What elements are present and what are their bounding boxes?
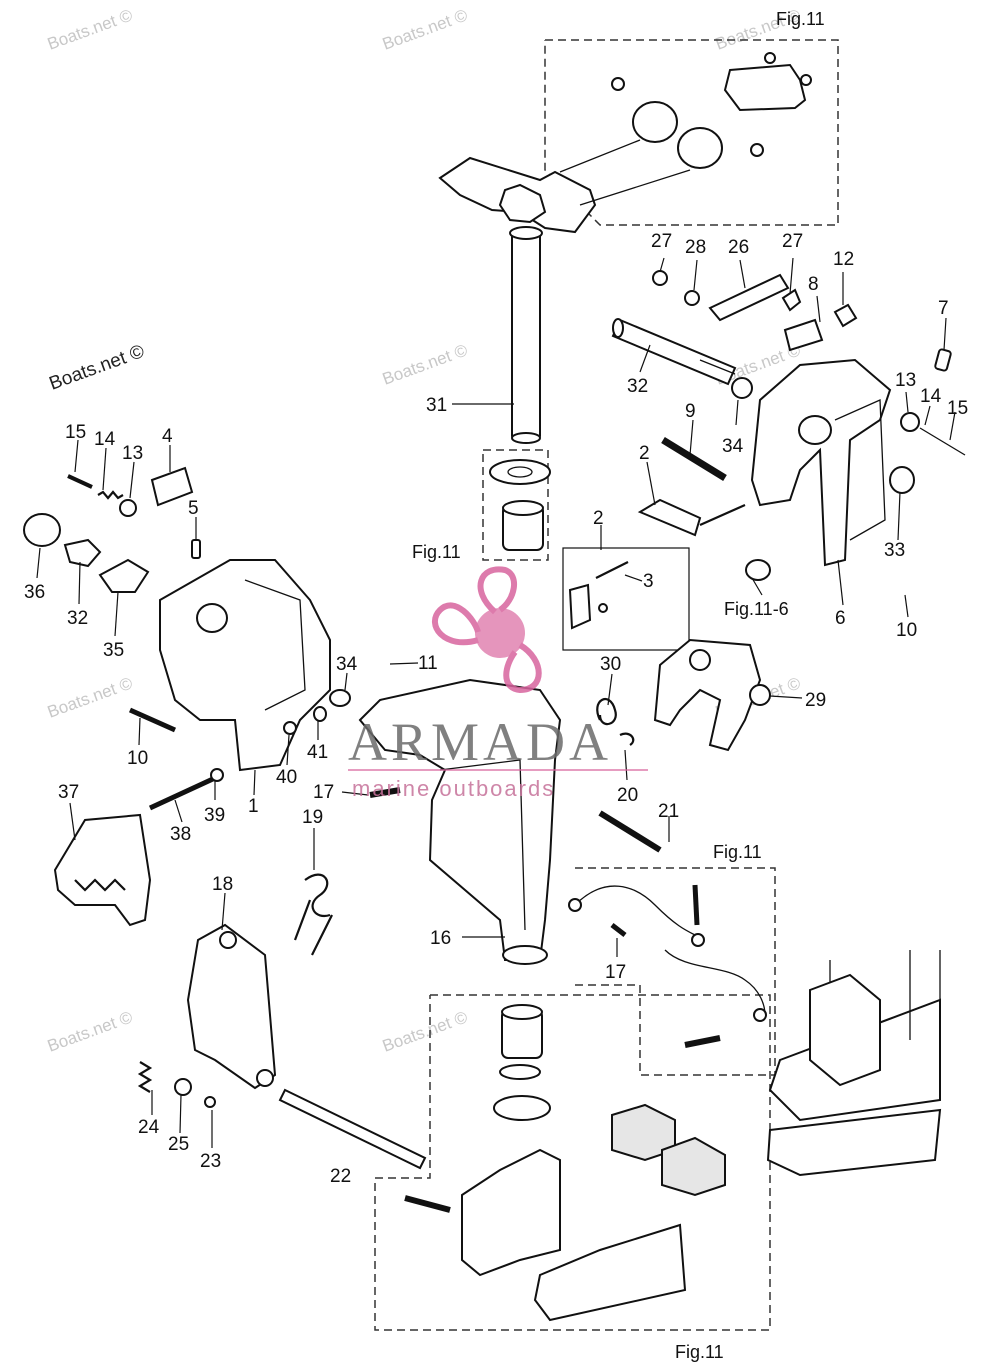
- part-number: 1: [248, 796, 259, 817]
- part-number: 2: [593, 508, 604, 529]
- tilt-spring: [596, 698, 635, 746]
- part-number: 40: [276, 767, 297, 788]
- lower-unit-housing: [766, 950, 942, 1177]
- fig-label: Fig.11: [713, 842, 762, 862]
- bolts-left: [128, 707, 401, 798]
- part-number: 34: [336, 654, 358, 675]
- part-number: 27: [782, 231, 803, 252]
- swivel-bracket-right: [750, 358, 966, 567]
- watermark-text: Boats.net ©: [45, 673, 136, 721]
- leader-lines: [36, 257, 956, 1148]
- upper-bushings: [489, 459, 551, 551]
- part-number: 32: [627, 376, 648, 397]
- part-number: 25: [168, 1134, 189, 1155]
- watermark-text-dark: Boats.net ©: [47, 341, 148, 395]
- part-number: 5: [188, 498, 199, 519]
- part-number: 27: [651, 231, 672, 252]
- tilt-shaft: [278, 1088, 427, 1170]
- left-small-parts: [23, 466, 201, 593]
- clamp-screw-handle: [53, 768, 224, 927]
- part-number: 14: [94, 429, 116, 450]
- watermark-text: Boats.net ©: [380, 340, 471, 388]
- propeller-logo-icon: [432, 566, 542, 694]
- fig-label: Fig.11: [412, 542, 461, 562]
- stern-bracket-left: [159, 559, 351, 772]
- figure-reference-boxes: [374, 39, 839, 1331]
- part-number: 33: [884, 540, 905, 561]
- part-number: 39: [204, 805, 225, 826]
- part-number: 24: [138, 1117, 160, 1138]
- part-number: 30: [600, 654, 621, 675]
- link-plate-assembly: [652, 270, 952, 372]
- part-number: 36: [24, 582, 45, 603]
- part-number: 8: [808, 274, 819, 295]
- part-number: 38: [170, 824, 191, 845]
- part-number: 3: [643, 571, 654, 592]
- brand-tagline: marine outboards: [352, 776, 555, 801]
- watermark-text: Boats.net ©: [45, 5, 136, 53]
- lower-mount-assembly: [404, 1103, 726, 1322]
- part-number: 9: [685, 401, 696, 422]
- part-number: 22: [330, 1166, 351, 1187]
- part-number: 19: [302, 807, 323, 828]
- brand-watermark: ARMADA marine outboards: [348, 566, 648, 801]
- reverse-lock-spring: [293, 873, 333, 956]
- part-number: 16: [430, 928, 451, 949]
- tilt-lock-lever: [653, 638, 771, 752]
- part-number: 20: [617, 785, 638, 806]
- steering-bracket-assembly: [438, 52, 812, 234]
- part-number: 21: [658, 801, 679, 822]
- part-number: 41: [307, 742, 328, 763]
- part-number: 26: [728, 237, 749, 258]
- part-number: 6: [835, 608, 846, 629]
- lock-lever-detail: [562, 547, 690, 651]
- part-number: 34: [722, 436, 744, 457]
- steering-shaft: [509, 226, 543, 444]
- tilt-tube: [611, 318, 737, 386]
- part-number: 11: [418, 653, 438, 674]
- part-number: 15: [947, 398, 968, 419]
- ground-wire: [568, 884, 767, 1048]
- part-number: 12: [833, 249, 854, 270]
- part-number: 28: [685, 237, 706, 258]
- part-number: 17: [605, 962, 626, 983]
- watermark-text: Boats.net ©: [45, 1007, 136, 1055]
- part-number: 13: [122, 443, 143, 464]
- washer: [731, 377, 753, 399]
- part-number: 7: [938, 298, 949, 319]
- part-number: 10: [896, 620, 917, 641]
- part-number: 23: [200, 1151, 221, 1172]
- part-number: 4: [162, 426, 173, 447]
- brand-name: ARMADA: [348, 712, 612, 772]
- watermark-text: Boats.net ©: [380, 1007, 471, 1055]
- part-number-callouts: 31 32 34 27 28 26 27 12 8 7 13 14 15 9 2…: [24, 231, 968, 1187]
- part-number: 10: [127, 748, 148, 769]
- part-number: 15: [65, 422, 86, 443]
- part-number: 29: [805, 690, 826, 711]
- fig-label: Fig.11-6: [724, 599, 789, 619]
- part-number: 13: [895, 370, 916, 391]
- part-number: 32: [67, 608, 88, 629]
- lower-bushings: [493, 1004, 551, 1121]
- reverse-lock-bracket: [137, 923, 277, 1108]
- part-number: 18: [212, 874, 233, 895]
- part-number: 35: [103, 640, 124, 661]
- fig-label: Fig.11: [776, 9, 825, 29]
- fig-label: Fig.11: [675, 1342, 724, 1362]
- part-number: 37: [58, 782, 79, 803]
- part-number: 31: [426, 395, 447, 416]
- part-number: 14: [920, 386, 942, 407]
- part-number: 2: [639, 443, 650, 464]
- part-number: 17: [313, 782, 334, 803]
- pins-and-rods: [637, 437, 771, 581]
- watermark-text: Boats.net ©: [380, 5, 471, 53]
